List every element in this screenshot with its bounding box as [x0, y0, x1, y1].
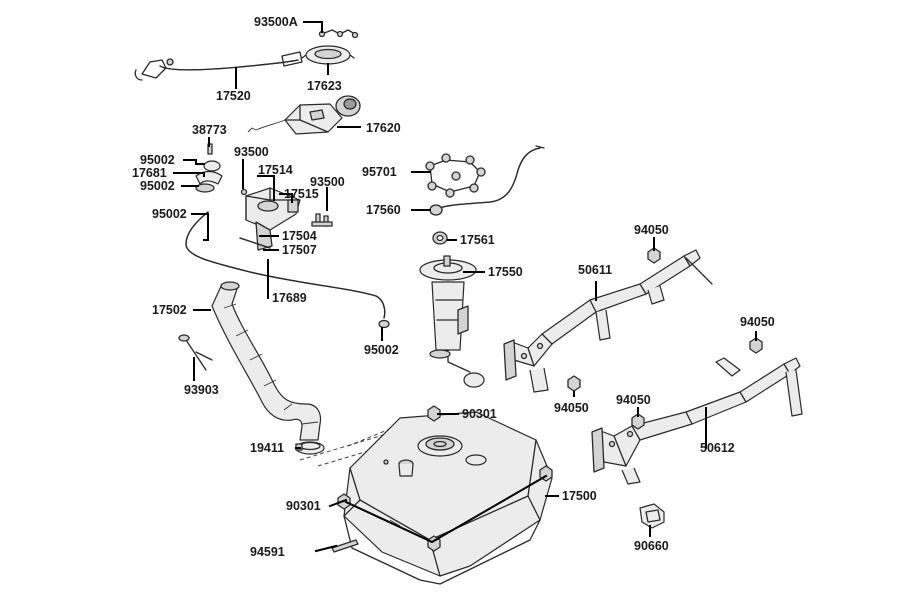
label-95701: 95701	[362, 165, 397, 179]
label-50611: 50611	[578, 263, 612, 277]
label-17507: 17507	[282, 243, 317, 257]
label-94050-top: 94050	[634, 223, 669, 237]
label-95002-third: 95002	[152, 207, 187, 221]
label-17515: 17515	[284, 187, 319, 201]
part-17561-clamp	[432, 231, 448, 245]
label-17520: 17520	[216, 89, 251, 103]
part-50612-bracket	[591, 357, 803, 485]
label-17502: 17502	[152, 303, 187, 317]
part-93500A-clip	[318, 29, 359, 39]
part-93903-screw	[178, 334, 213, 371]
label-17560: 17560	[366, 203, 401, 217]
label-95002-top: 95002	[140, 153, 175, 167]
label-17681: 17681	[132, 166, 167, 180]
label-93903: 93903	[184, 383, 219, 397]
label-17500: 17500	[562, 489, 597, 503]
part-17514-pump-assembly	[239, 187, 301, 251]
part-labels: 93500A 17623 17520 17620 38773 93500 950…	[132, 15, 775, 559]
part-93500-screws	[311, 213, 333, 227]
label-17561: 17561	[460, 233, 495, 247]
part-95701-clamps	[425, 153, 486, 198]
part-17500-fuel-tank	[343, 411, 553, 585]
part-17502-filler-hose	[211, 281, 322, 441]
label-93500-upper: 93500	[234, 145, 269, 159]
part-50611-bracket	[503, 249, 713, 393]
label-95002-bottom: 95002	[364, 343, 399, 357]
label-93500-right: 93500	[310, 175, 345, 189]
part-17623-ring	[301, 45, 355, 65]
label-19411: 19411	[250, 441, 284, 455]
label-90301-left: 90301	[286, 499, 321, 513]
label-94050-right: 94050	[740, 315, 775, 329]
part-90660-clip	[639, 503, 665, 529]
label-17620: 17620	[366, 121, 401, 135]
label-50612: 50612	[700, 441, 735, 455]
label-94050-left: 94050	[554, 401, 589, 415]
label-90660: 90660	[634, 539, 669, 553]
label-38773: 38773	[192, 123, 227, 137]
label-17504: 17504	[282, 229, 317, 243]
part-17681-elbow	[195, 160, 223, 193]
part-17520-cable	[134, 51, 303, 81]
label-94591: 94591	[250, 545, 285, 559]
label-90301-top: 90301	[462, 407, 497, 421]
label-17550: 17550	[488, 265, 523, 279]
label-94050-middle: 94050	[616, 393, 651, 407]
part-94591-plate	[331, 539, 359, 553]
part-17689-hose	[185, 211, 390, 329]
label-95002-second: 95002	[140, 179, 175, 193]
label-17689: 17689	[272, 291, 307, 305]
leader-lines	[173, 21, 757, 553]
label-93500A: 93500A	[254, 15, 298, 29]
part-17560-fuel-line	[429, 145, 545, 216]
label-17514: 17514	[258, 163, 293, 177]
part-17550-fuel-pump	[419, 255, 485, 388]
part-17620-module	[247, 95, 361, 135]
label-17623: 17623	[307, 79, 342, 93]
